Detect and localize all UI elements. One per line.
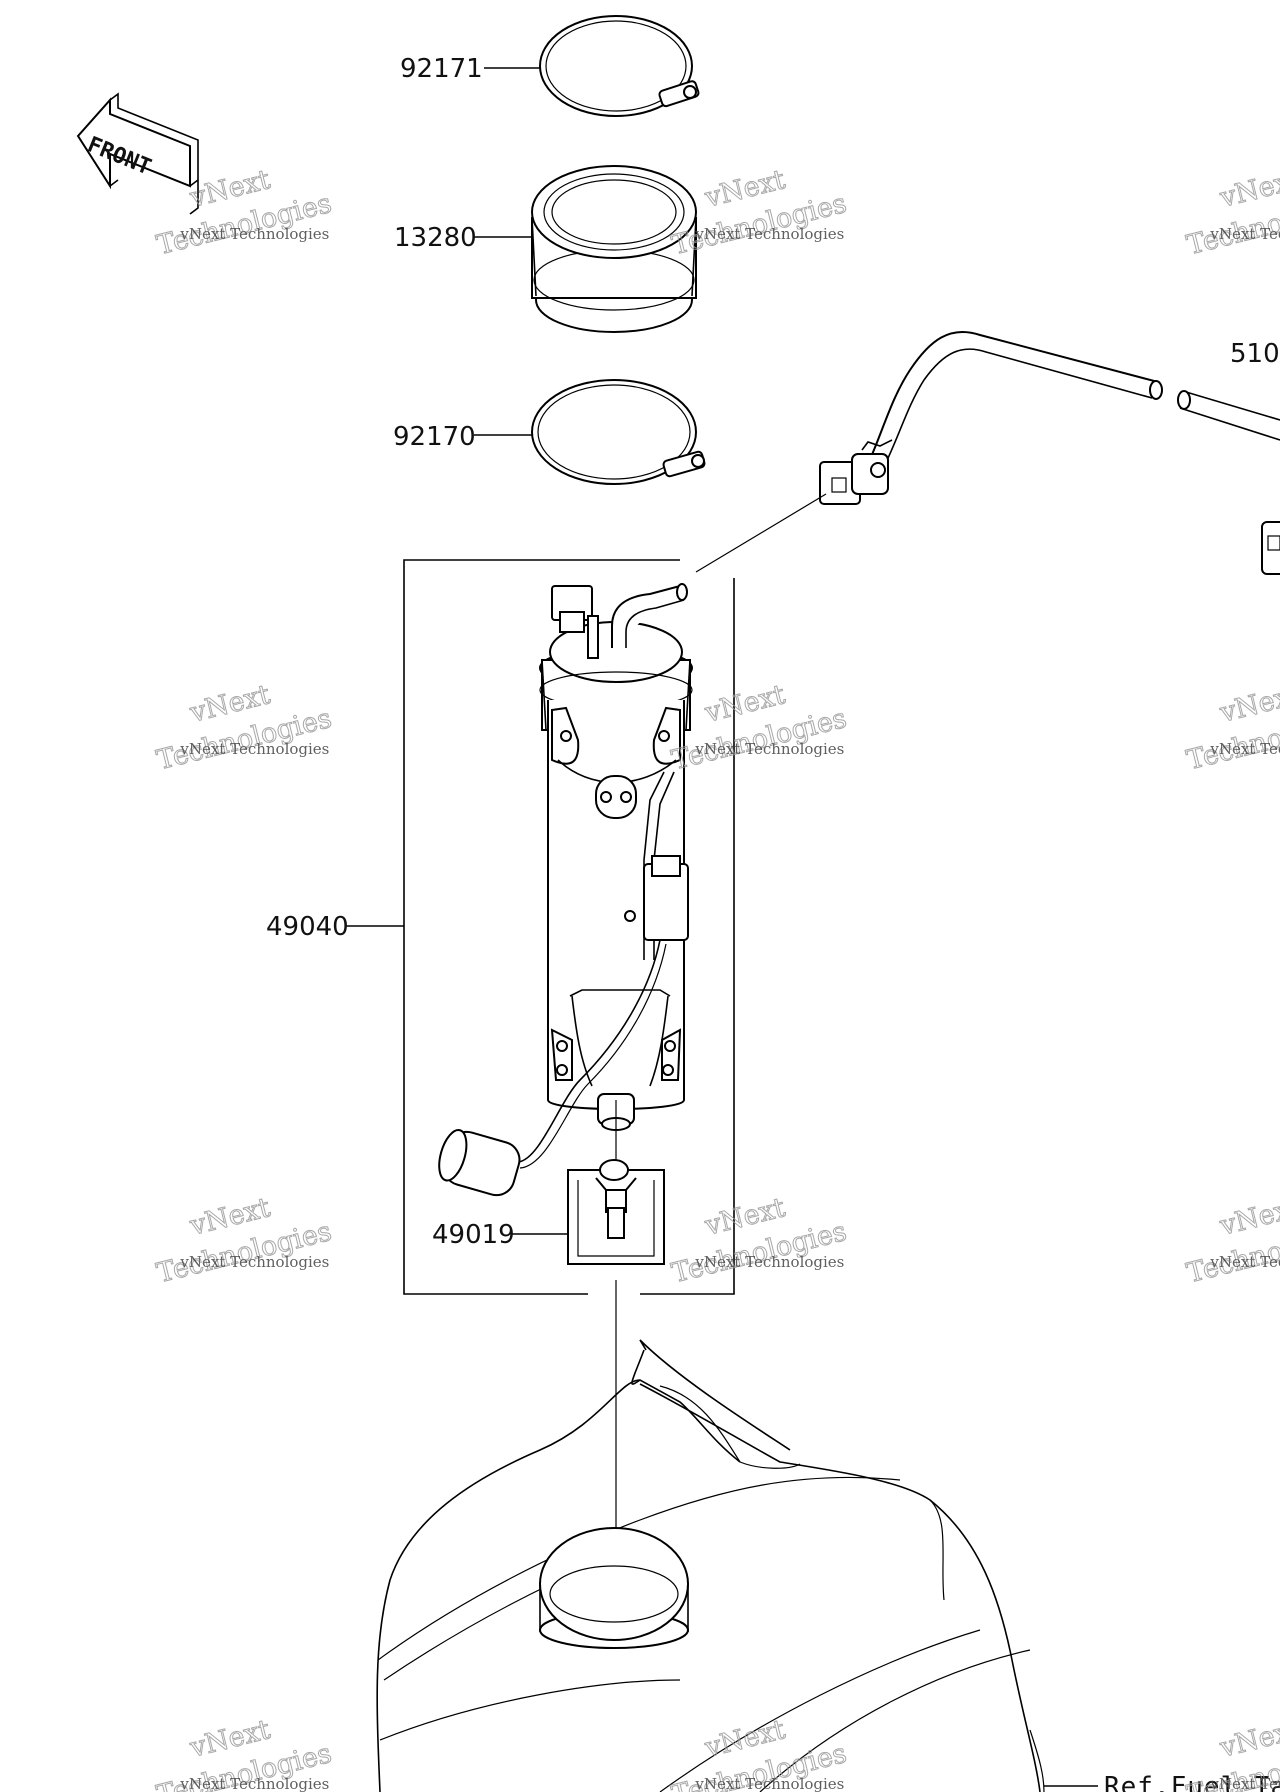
watermark-line2: vNext Technologies	[179, 225, 329, 243]
watermark-line2: vNext Technologies	[179, 1775, 329, 1792]
watermark-line2: vNext Technologies	[694, 225, 844, 243]
watermark-line2: vNext Technologies	[1209, 740, 1280, 758]
watermark-line2: vNext Technologies	[1209, 1253, 1280, 1271]
fuel-pump-part	[438, 583, 693, 1197]
callout-49019: 49019	[432, 1220, 515, 1250]
callout-13280: 13280	[394, 223, 477, 253]
watermark-line1: vNext	[1216, 1714, 1280, 1764]
callout-49040: 49040	[266, 912, 349, 942]
watermark-line2: vNext Technologies	[179, 1253, 329, 1271]
watermark-line2: vNext Technologies	[1209, 1775, 1280, 1792]
fuel-hose-part	[819, 330, 1280, 505]
clamp-top-part	[539, 15, 700, 117]
front-arrow-icon: FRONT	[76, 92, 199, 215]
connector-edge-part	[1261, 521, 1280, 575]
watermark-line1: vNext	[1216, 164, 1280, 214]
ref-fuel-tank-label: Ref.Fuel Ta	[1104, 1772, 1280, 1792]
callout-92170: 92170	[393, 422, 476, 452]
assembly-bracket	[403, 559, 680, 1295]
clamp-bottom-part	[531, 379, 706, 485]
filter-part	[567, 1159, 665, 1265]
callout-510: 510	[1230, 339, 1280, 369]
leader-hose-connector	[695, 493, 827, 573]
callout-92171: 92171	[400, 54, 483, 84]
watermark-line1: vNext	[1216, 1192, 1280, 1242]
watermark-line2: vNext Technologies	[1209, 225, 1280, 243]
watermark-line2: vNext Technologies	[694, 1253, 844, 1271]
seal-part	[531, 165, 697, 333]
watermark-line2: vNext Technologies	[694, 740, 844, 758]
fuel-tank-part	[376, 1339, 1045, 1792]
watermark-line2: vNext Technologies	[694, 1775, 844, 1792]
watermark-line1: vNext	[1216, 679, 1280, 729]
watermark-line2: vNext Technologies	[179, 740, 329, 758]
